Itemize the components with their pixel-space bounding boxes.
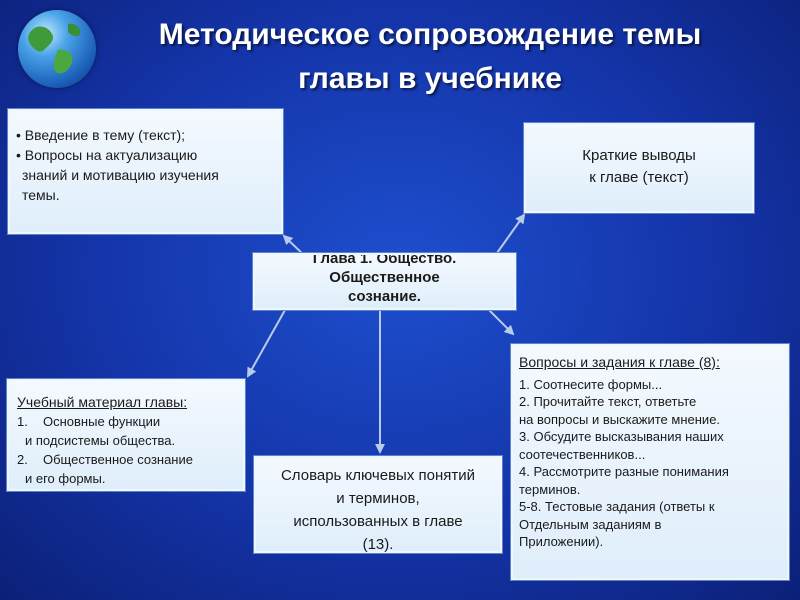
summary-line-1: Краткие выводы	[582, 147, 696, 164]
dictionary-line-2: и терминов,	[336, 490, 420, 507]
questions-header: Вопросы и задания к главе (8):	[519, 354, 720, 370]
summary-box: Краткие выводы к главе (текст)	[523, 122, 755, 214]
arrow-to-summary	[496, 213, 526, 254]
material-item-1: 1. Основные функции	[17, 412, 235, 431]
dictionary-line-4: (13).	[362, 536, 394, 553]
chapter-line-1: Глава 1. Общество.	[312, 253, 457, 267]
page-title: Методическое сопровождение темы	[158, 18, 702, 51]
question-line: терминов.	[519, 481, 581, 497]
material-item-2-text: Общественное сознание	[43, 452, 193, 467]
intro-box: • Введение в тему (текст); • Вопросы на …	[7, 108, 284, 235]
dictionary-box: Словарь ключевых понятий и терминов, исп…	[253, 455, 503, 554]
page-subtitle: главы в учебнике	[298, 62, 562, 95]
question-line: 4. Рассмотрите разные понимания	[519, 464, 729, 479]
question-line: на вопросы и выскажите мнение.	[519, 411, 721, 427]
questions-box: Вопросы и задания к главе (8): 1. Соотне…	[510, 343, 790, 581]
material-item-2-num: 2.	[17, 452, 28, 467]
material-item-2-cont: и его формы.	[25, 471, 106, 486]
arrow-to-intro	[282, 234, 306, 257]
question-line: 3. Обсудите высказывания наших	[519, 429, 724, 444]
arrow-to-material	[247, 309, 286, 378]
question-line: 5-8. Тестовые задания (ответы к	[519, 499, 715, 514]
chapter-line-3: сознание.	[348, 288, 421, 305]
material-item-1-text: Основные функции	[43, 414, 161, 429]
dictionary-line-3: использованных в главе	[293, 513, 463, 530]
material-item-1-cont: и подсистемы общества.	[25, 433, 176, 448]
question-line: 1. Соотнесите формы...	[519, 376, 663, 392]
question-line: 2. Прочитайте текст, ответьте	[519, 394, 697, 409]
intro-bullet-1: • Введение в тему (текст);	[16, 127, 186, 143]
dictionary-line-1: Словарь ключевых понятий	[280, 467, 476, 484]
intro-bullet-2: • Вопросы на актуализацию	[16, 147, 198, 163]
material-header: Учебный материал главы:	[17, 394, 188, 410]
chapter-box: Глава 1. Общество. Общественное сознание…	[252, 252, 517, 311]
summary-line-2: к главе (текст)	[589, 169, 689, 186]
intro-bullet-2-cont-2: темы.	[22, 187, 60, 203]
question-line: Отдельным заданиям в	[519, 516, 662, 532]
globe-icon	[18, 10, 96, 88]
chapter-line-2: Общественное	[329, 269, 440, 286]
material-item-2: 2. Общественное сознание	[17, 450, 235, 469]
material-item-1-num: 1.	[17, 414, 28, 429]
question-line: Приложении).	[519, 534, 604, 549]
arrow-to-questions	[486, 307, 515, 336]
material-box: Учебный материал главы: 1. Основные функц…	[6, 378, 246, 492]
question-line: соотечественников...	[519, 446, 646, 462]
intro-bullet-2-cont-1: знаний и мотивацию изучения	[22, 167, 219, 183]
